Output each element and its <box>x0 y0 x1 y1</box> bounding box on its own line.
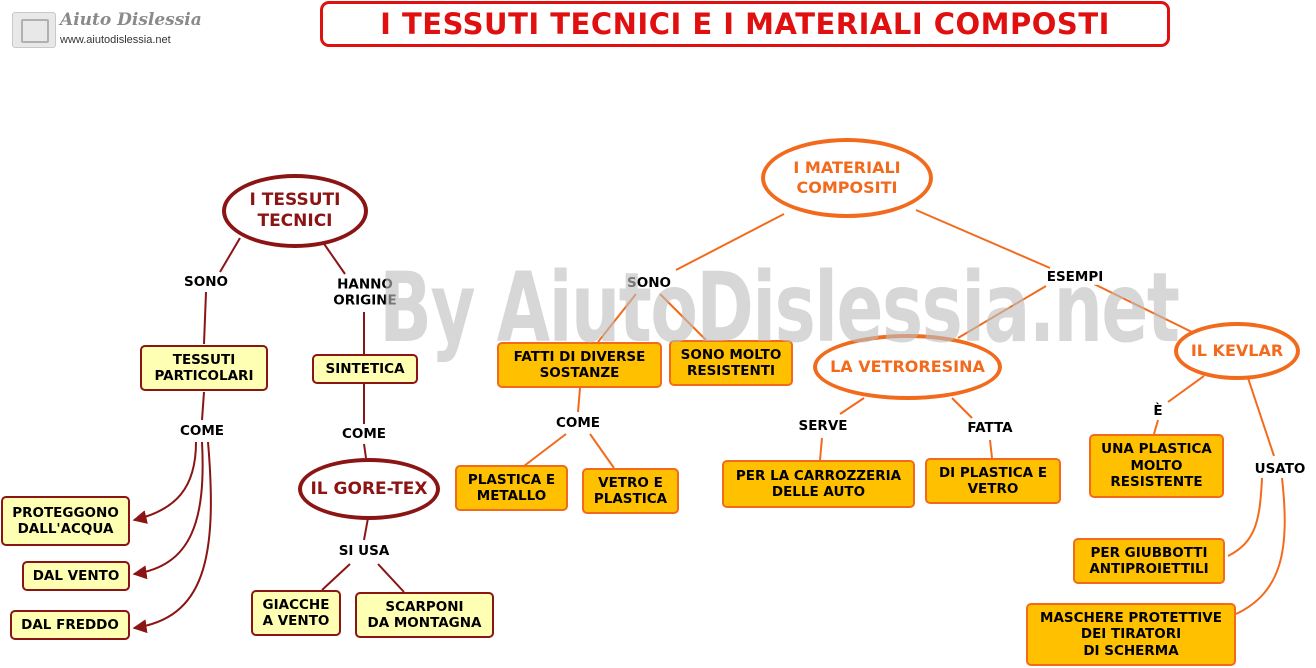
line-comp-sono <box>675 213 785 271</box>
node-sono-molto-resistenti: SONO MOLTO RESISTENTI <box>669 340 793 386</box>
node-giacche-vento: GIACCHE A VENTO <box>251 590 341 636</box>
link-come-sintetica: COME <box>339 425 389 443</box>
node-fatti-diverse-sostanze: FATTI DI DIVERSE SOSTANZE <box>497 342 662 388</box>
line-siusa-scarponi <box>377 563 405 593</box>
line-come-goretex <box>363 443 367 459</box>
line-sono-resistenti <box>659 293 707 341</box>
line-root-sono <box>219 237 241 273</box>
node-kevlar: IL KEVLAR <box>1174 322 1300 380</box>
node-proteggono-acqua: PROTEGGONO DALL'ACQUA <box>1 496 130 546</box>
link-si-usa: SI USA <box>336 542 392 560</box>
node-scarponi-montagna: SCARPONI DA MONTAGNA <box>355 592 494 638</box>
line-particolari-come <box>201 391 205 421</box>
node-gore-tex: IL GORE-TEX <box>298 458 440 520</box>
node-materiali-compositi: I MATERIALI COMPOSITI <box>761 138 933 218</box>
line-comp-esempi <box>915 209 1051 269</box>
link-sono-tessuti: SONO <box>182 273 230 291</box>
line-esempi-vetro <box>957 285 1047 339</box>
link-sono-compositi: SONO <box>625 274 673 292</box>
node-vetroresina: LA VETRORESINA <box>813 334 1002 400</box>
logo-url[interactable]: www.aiutodislessia.net <box>60 34 171 46</box>
curve-to-acqua <box>132 441 197 524</box>
line-serve-carrozzeria <box>819 437 823 461</box>
line-siusa-giacche <box>321 563 351 591</box>
line-e-plastica <box>1153 419 1159 435</box>
node-giubbotti-antiproiettili: PER GIUBBOTTI ANTIPROIETTILI <box>1073 538 1225 584</box>
node-vetro-plastica: VETRO E PLASTICA <box>582 468 679 514</box>
node-plastica-metallo: PLASTICA E METALLO <box>455 465 568 511</box>
link-hanno-origine: HANNO ORIGINE <box>331 276 399 310</box>
line-come-vetroplast <box>589 433 615 469</box>
line-come-plastmet <box>523 433 567 467</box>
line-kevlar-usato <box>1247 377 1275 457</box>
line-sono-diverse <box>597 293 637 343</box>
line-vetro-serve <box>839 397 865 415</box>
page-title: I TESSUTI TECNICI E I MATERIALI COMPOSTI <box>320 1 1170 47</box>
link-esempi: ESEMPI <box>1044 268 1106 286</box>
book-icon <box>12 12 56 48</box>
link-come-compositi: COME <box>553 414 603 432</box>
node-per-carrozzeria: PER LA CARROZZERIA DELLE AUTO <box>722 460 915 508</box>
logo-name: Aiuto Dislessia <box>60 10 202 30</box>
node-dal-vento: DAL VENTO <box>22 561 130 591</box>
curve-usato-giubbotti <box>1227 477 1263 557</box>
curve-usato-maschere <box>1235 477 1286 615</box>
node-dal-freddo: DAL FREDDO <box>10 610 130 640</box>
link-serve: SERVE <box>796 417 850 435</box>
link-fatta: FATTA <box>965 419 1015 437</box>
node-tessuti-tecnici: I TESSUTI TECNICI <box>222 174 368 248</box>
curve-to-freddo <box>132 441 212 634</box>
link-usato: USATO <box>1252 460 1308 478</box>
line-vetro-fatta <box>951 397 973 419</box>
curve-to-vento <box>132 441 204 580</box>
line-diverse-come <box>577 387 581 413</box>
node-maschere-protettive: MASCHERE PROTETTIVE DEI TIRATORI DI SCHE… <box>1026 603 1236 666</box>
line-sono-particolari <box>203 291 207 345</box>
site-logo[interactable]: Aiuto Dislessia www.aiutodislessia.net <box>12 10 202 50</box>
node-sintetica: SINTETICA <box>312 354 418 384</box>
line-esempi-kevlar <box>1093 283 1197 335</box>
line-goretex-siusa <box>363 517 369 541</box>
link-e: È <box>1151 402 1165 420</box>
node-tessuti-particolari: TESSUTI PARTICOLARI <box>140 345 268 391</box>
node-di-plastica-vetro: DI PLASTICA E VETRO <box>925 458 1061 504</box>
line-fatta-vetro <box>989 439 993 459</box>
link-come-particolari: COME <box>177 422 227 440</box>
node-plastica-molto-resistente: UNA PLASTICA MOLTO RESISTENTE <box>1089 434 1224 498</box>
line-kevlar-e <box>1167 375 1205 403</box>
